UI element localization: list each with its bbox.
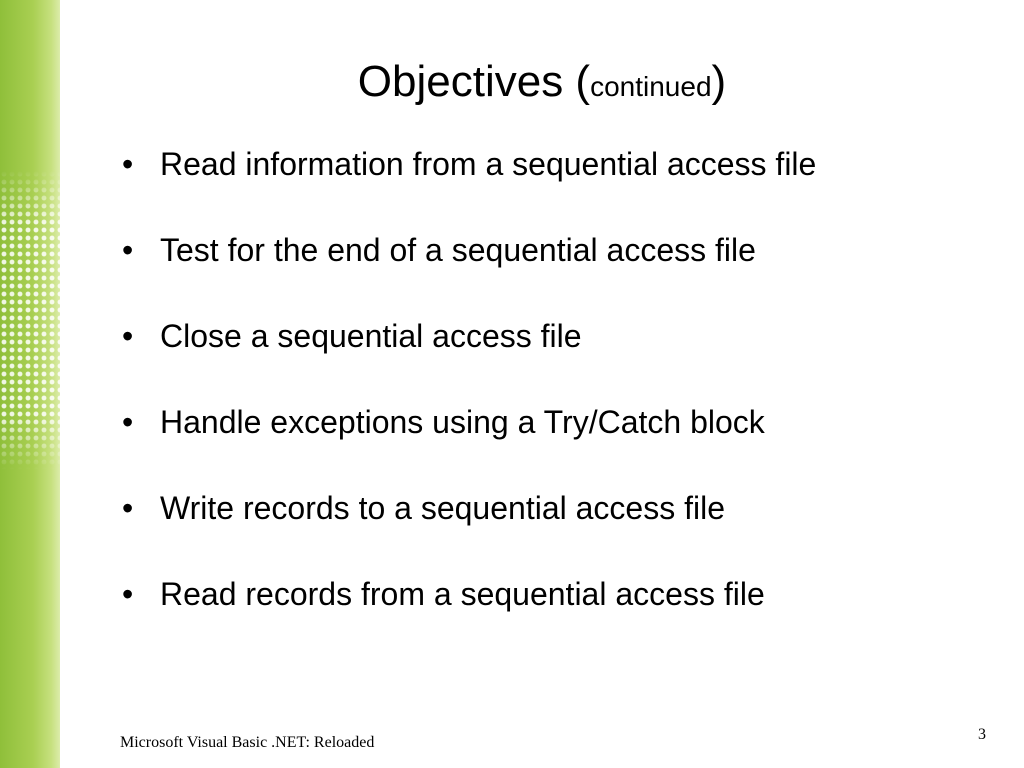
bullet-icon: • [122, 576, 134, 612]
decorative-side-bar [0, 0, 60, 768]
page-number: 3 [978, 726, 986, 743]
list-item: • Write records to a sequential access fi… [118, 486, 958, 531]
list-item-text: Close a sequential access file [160, 318, 582, 354]
list-item-text: Read records from a sequential access fi… [160, 576, 765, 612]
list-item: • Handle exceptions using a Try/Catch blo… [118, 400, 958, 445]
list-item: • Close a sequential access file [118, 314, 958, 359]
bullet-icon: • [122, 146, 134, 182]
bullet-icon: • [122, 232, 134, 268]
list-item-text: Handle exceptions using a Try/Catch bloc… [160, 404, 765, 440]
objectives-list: • Read information from a sequential acce… [118, 142, 958, 658]
bullet-icon: • [122, 490, 134, 526]
list-item: • Read information from a sequential acce… [118, 142, 920, 187]
bullet-icon: • [122, 404, 134, 440]
slide-footer: Microsoft Visual Basic .NET: Reloaded [120, 734, 375, 751]
title-subtitle: continued [590, 71, 712, 102]
dot-pattern [0, 170, 60, 470]
list-item: • Read records from a sequential access f… [118, 572, 958, 617]
bullet-icon: • [122, 318, 134, 354]
list-item-text: Test for the end of a sequential access … [160, 232, 756, 268]
list-item-text: Read information from a sequential acces… [160, 146, 817, 182]
title-main: Objectives ( [357, 57, 591, 106]
list-item-text: Write records to a sequential access fil… [160, 490, 725, 526]
slide-title: Objectives (continued) [60, 52, 1024, 117]
list-item: • Test for the end of a sequential access… [118, 228, 958, 273]
title-close-paren: ) [711, 57, 727, 106]
